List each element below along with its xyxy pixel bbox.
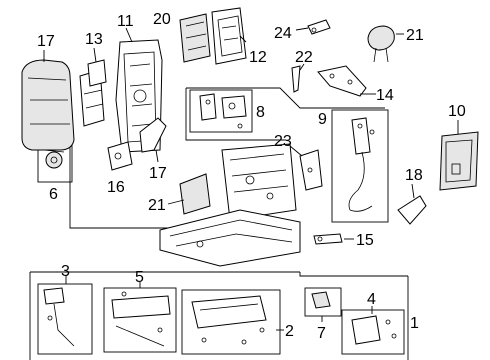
part-7-drawing xyxy=(311,291,331,309)
callout-8: 8 xyxy=(256,104,265,121)
box-part-9 xyxy=(331,109,389,223)
callout-19: 17 xyxy=(37,33,55,50)
callout-11: 11 xyxy=(117,13,134,30)
callout-2: 2 xyxy=(285,323,294,340)
part-22-drawing xyxy=(291,65,301,93)
part-4-drawing xyxy=(351,315,397,345)
callout-24: 24 xyxy=(274,25,292,42)
callout-1: 1 xyxy=(410,315,419,332)
callout-9: 9 xyxy=(318,111,327,128)
part-10-drawing xyxy=(439,131,479,191)
callout-15: 15 xyxy=(356,232,374,249)
box-part-2 xyxy=(181,289,281,355)
callout-23: 23 xyxy=(274,133,292,150)
part-21-upper-drawing xyxy=(367,25,395,63)
callout-6: 6 xyxy=(49,186,58,203)
callout-5: 5 xyxy=(135,269,144,286)
part-18-drawing xyxy=(397,195,427,225)
callout-7: 7 xyxy=(317,325,326,342)
part-15-drawing xyxy=(313,233,343,245)
part-14-drawing xyxy=(317,65,367,97)
callout-12: 12 xyxy=(249,49,267,66)
part-2-drawing xyxy=(191,295,267,345)
box-part-3 xyxy=(37,283,93,355)
part-12-drawing xyxy=(211,7,247,65)
part-23-drawing xyxy=(299,149,323,191)
callout-10: 10 xyxy=(448,103,466,120)
callout-20: 20 xyxy=(153,11,171,28)
callout-18: 18 xyxy=(405,167,423,184)
box-part-4 xyxy=(341,309,405,355)
callout-22: 22 xyxy=(295,49,313,66)
callout-3: 3 xyxy=(61,263,70,280)
seat-frame-drawing xyxy=(159,143,301,267)
part-16-drawing xyxy=(107,141,133,171)
part-6-drawing xyxy=(43,149,65,169)
callout-labels: 17 13 11 20 12 24 21 22 14 10 8 9 23 18 … xyxy=(37,11,466,342)
part-9-drawing xyxy=(348,117,375,212)
part-13-drawing xyxy=(79,59,107,127)
part-24-drawing xyxy=(307,19,331,35)
part-3-drawing xyxy=(43,287,75,347)
assembly-outline xyxy=(29,87,409,360)
callout-13: 13 xyxy=(85,31,103,48)
part-19-drawing xyxy=(21,59,75,151)
callout-16: 16 xyxy=(107,179,125,196)
callout-14: 14 xyxy=(376,87,394,104)
part-5-drawing xyxy=(111,291,171,347)
part-8-drawing xyxy=(199,93,247,129)
part-17-drawing xyxy=(139,117,167,153)
callout-4: 4 xyxy=(367,291,376,308)
callout-21-lower: 21 xyxy=(148,197,166,214)
box-part-8 xyxy=(189,89,253,133)
callout-21-upper: 21 xyxy=(406,27,424,44)
box-part-7 xyxy=(304,287,342,317)
callout-17: 17 xyxy=(149,165,167,182)
part-20-drawing xyxy=(179,13,211,63)
